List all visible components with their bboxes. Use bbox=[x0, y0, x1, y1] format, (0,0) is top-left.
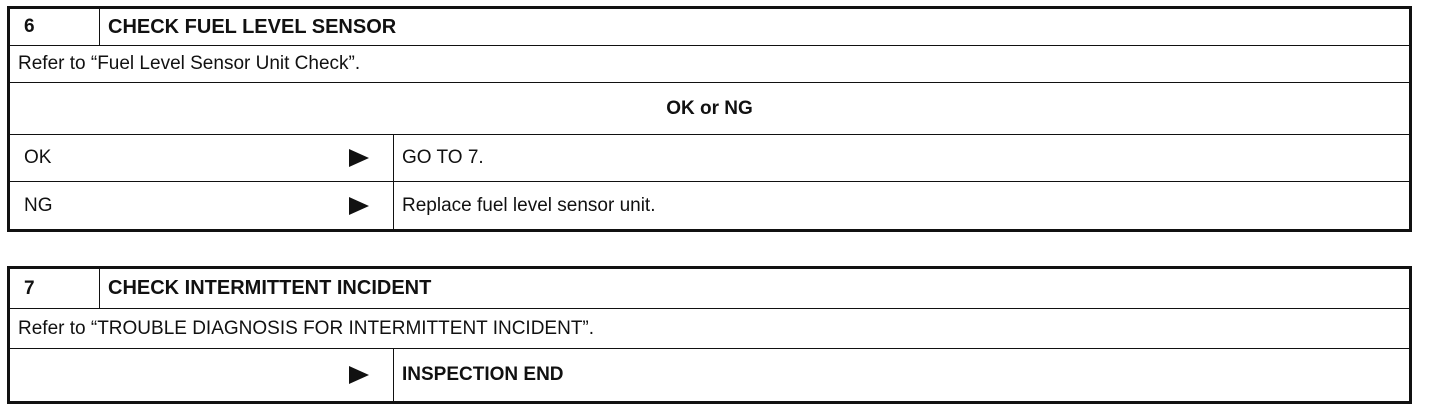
step-7-result-row: INSPECTION END bbox=[10, 349, 1409, 401]
play-arrow-icon bbox=[349, 149, 369, 167]
step-7-block: 7 CHECK INTERMITTENT INCIDENT Refer to “… bbox=[7, 266, 1412, 404]
result-action: GO TO 7. bbox=[402, 147, 484, 168]
result-label: NG bbox=[24, 194, 53, 216]
play-arrow-icon bbox=[349, 196, 369, 215]
result-label-cell bbox=[10, 349, 394, 401]
play-arrow-icon bbox=[349, 366, 369, 384]
step-7-number: 7 bbox=[10, 269, 100, 308]
step-6-number: 6 bbox=[10, 9, 100, 45]
step-6-result-header-row: OK or NG bbox=[10, 83, 1409, 135]
result-label: OK bbox=[24, 147, 52, 168]
step-7-description: Refer to “TROUBLE DIAGNOSIS FOR INTERMIT… bbox=[18, 317, 595, 339]
step-6-header: 6 CHECK FUEL LEVEL SENSOR bbox=[10, 9, 1409, 46]
step-6-description: Refer to “Fuel Level Sensor Unit Check”. bbox=[18, 53, 361, 74]
step-6-result-header: OK or NG bbox=[666, 97, 753, 119]
step-6-result-row-ok: OK GO TO 7. bbox=[10, 135, 1409, 182]
step-6-result-row-ng: NG Replace fuel level sensor unit. bbox=[10, 182, 1409, 229]
step-6-description-row: Refer to “Fuel Level Sensor Unit Check”. bbox=[10, 46, 1409, 83]
result-label-cell: NG bbox=[10, 182, 394, 229]
step-7-description-row: Refer to “TROUBLE DIAGNOSIS FOR INTERMIT… bbox=[10, 309, 1409, 349]
result-label-cell: OK bbox=[10, 135, 394, 181]
result-action: Replace fuel level sensor unit. bbox=[402, 194, 656, 216]
step-6-title: CHECK FUEL LEVEL SENSOR bbox=[108, 15, 397, 38]
result-action: INSPECTION END bbox=[402, 364, 564, 385]
step-7-title: CHECK INTERMITTENT INCIDENT bbox=[108, 277, 432, 299]
step-6-block: 6 CHECK FUEL LEVEL SENSOR Refer to “Fuel… bbox=[7, 6, 1412, 232]
step-7-header: 7 CHECK INTERMITTENT INCIDENT bbox=[10, 269, 1409, 309]
